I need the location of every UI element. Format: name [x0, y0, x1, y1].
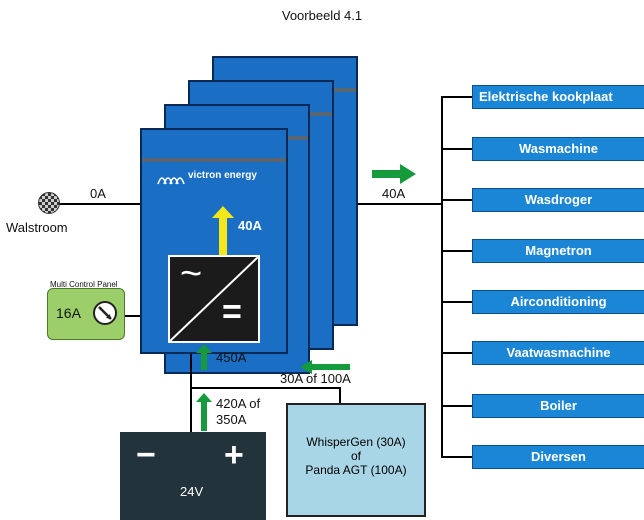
load-tap	[441, 352, 472, 354]
load-tap	[441, 250, 472, 252]
load-tap	[441, 148, 472, 150]
load-tap	[441, 96, 472, 98]
shore-wire	[58, 203, 140, 205]
converter-diagonal	[170, 257, 258, 341]
load-airconditioning[interactable]: Airconditioning	[472, 290, 644, 314]
load-tap	[441, 456, 472, 458]
victron-logo-icon	[157, 177, 185, 185]
generator: WhisperGen (30A) of Panda AGT (100A)	[286, 403, 426, 517]
control-panel[interactable]: 16A	[47, 288, 125, 340]
battery-voltage: 24V	[180, 484, 204, 499]
control-panel-title: Multi Control Panel	[50, 280, 118, 289]
load-magnetron[interactable]: Magnetron	[472, 239, 644, 263]
battery-plus: +	[224, 436, 244, 474]
inverter-current-label: 40A	[238, 218, 262, 233]
generator-current-label: 30A of 100A	[280, 371, 351, 386]
load-wasdroger[interactable]: Wasdroger	[472, 188, 644, 212]
generator-wire	[339, 387, 341, 403]
load-diversen[interactable]: Diversen	[472, 445, 644, 469]
brand-name: victron energy	[188, 170, 257, 181]
battery-current-label-2: 350A	[216, 412, 247, 427]
dc-bus-horizontal	[190, 387, 340, 389]
output-arrow-icon	[372, 164, 416, 184]
load-tap	[441, 199, 472, 201]
load-elektrische-kookplaat[interactable]: Elektrische kookplaat	[472, 85, 644, 109]
dc-inverter-current-label: 450A	[216, 350, 247, 365]
shore-label: Walstroom	[6, 220, 68, 235]
control-panel-value: 16A	[56, 305, 81, 321]
load-tap	[441, 405, 472, 407]
distribution-bus	[441, 96, 443, 458]
diagram-title: Voorbeeld 4.1	[281, 8, 363, 23]
shore-connector-icon	[38, 192, 60, 214]
output-current-label: 40A	[382, 186, 406, 201]
shore-current-label: 0A	[90, 186, 106, 201]
generator-line-2: of	[350, 449, 361, 463]
load-vaatwasmachine[interactable]: Vaatwasmachine	[472, 341, 644, 365]
battery: − + 24V	[120, 432, 266, 520]
generator-arrow-icon	[300, 360, 350, 374]
battery-current-label-1: 420A of	[216, 396, 261, 411]
panel-wire	[124, 315, 140, 317]
generator-line-3: Panda AGT (100A)	[305, 463, 407, 477]
battery-minus: −	[136, 436, 156, 474]
dial-icon[interactable]	[92, 300, 118, 326]
output-wire	[358, 203, 442, 205]
dc-up-arrow-icon	[196, 344, 212, 370]
load-boiler[interactable]: Boiler	[472, 394, 644, 418]
load-wasmachine[interactable]: Wasmachine	[472, 137, 644, 161]
load-tap	[441, 301, 472, 303]
dc-bus-vertical	[190, 354, 192, 432]
converter-box: ~ =	[168, 253, 260, 343]
battery-up-arrow-icon	[196, 393, 212, 431]
generator-line-1: WhisperGen (30A)	[306, 435, 406, 449]
dc-symbol: =	[222, 293, 242, 331]
inverter-arrow-icon	[212, 206, 234, 256]
ac-symbol: ~	[180, 253, 203, 295]
